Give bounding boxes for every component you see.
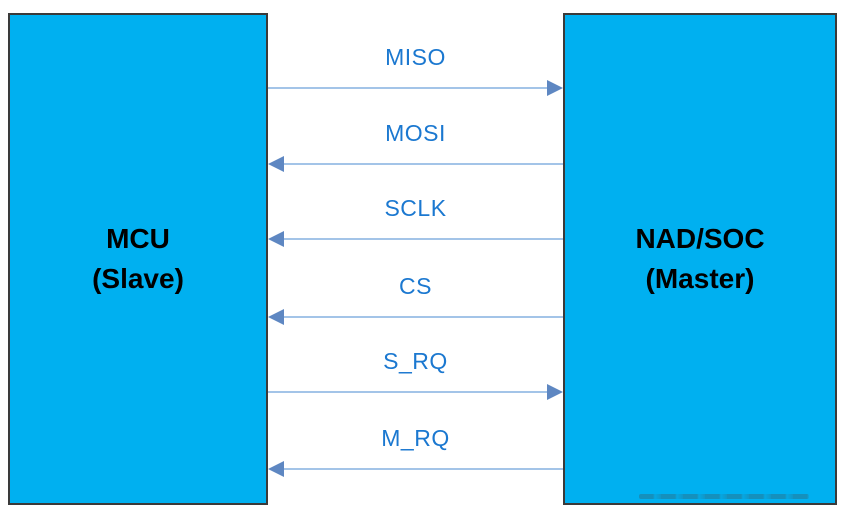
- mcu-slave-box: MCU (Slave): [8, 13, 268, 505]
- watermark-smudge: [639, 494, 809, 499]
- arrow-line: [268, 391, 547, 393]
- arrow-line: [268, 87, 547, 89]
- signal-arrow: [268, 80, 563, 96]
- nad-box-title: NAD/SOC: [635, 223, 765, 254]
- signal-row-cs: CS: [268, 271, 563, 325]
- signal-lines-area: MISO MOSI SCLK CS S_RQ: [268, 0, 563, 514]
- arrow-line: [284, 238, 563, 240]
- arrow-line: [284, 163, 563, 165]
- nad-soc-master-box: NAD/SOC (Master): [563, 13, 837, 505]
- signal-row-s_rq: S_RQ: [268, 346, 563, 400]
- signal-label: S_RQ: [383, 348, 448, 374]
- signal-label: SCLK: [384, 195, 447, 221]
- signal-row-sclk: SCLK: [268, 193, 563, 247]
- signal-arrow: [268, 384, 563, 400]
- signal-label: MOSI: [385, 120, 446, 146]
- nad-box-subtitle: (Master): [645, 263, 755, 294]
- arrowhead-right-icon: [547, 384, 563, 400]
- signal-label: MISO: [385, 44, 446, 70]
- signal-arrow: [268, 156, 563, 172]
- signal-row-mosi: MOSI: [268, 118, 563, 172]
- arrowhead-left-icon: [268, 231, 284, 247]
- arrowhead-left-icon: [268, 461, 284, 477]
- signal-label: M_RQ: [381, 425, 450, 451]
- signal-row-miso: MISO: [268, 42, 563, 96]
- signal-arrow: [268, 231, 563, 247]
- signal-arrow: [268, 461, 563, 477]
- signal-label: CS: [399, 273, 432, 299]
- arrow-line: [284, 316, 563, 318]
- signal-row-m_rq: M_RQ: [268, 423, 563, 477]
- mcu-box-subtitle: (Slave): [92, 263, 184, 294]
- signal-arrow: [268, 309, 563, 325]
- arrowhead-left-icon: [268, 309, 284, 325]
- arrowhead-right-icon: [547, 80, 563, 96]
- arrow-line: [284, 468, 563, 470]
- arrowhead-left-icon: [268, 156, 284, 172]
- mcu-box-title: MCU: [106, 223, 170, 254]
